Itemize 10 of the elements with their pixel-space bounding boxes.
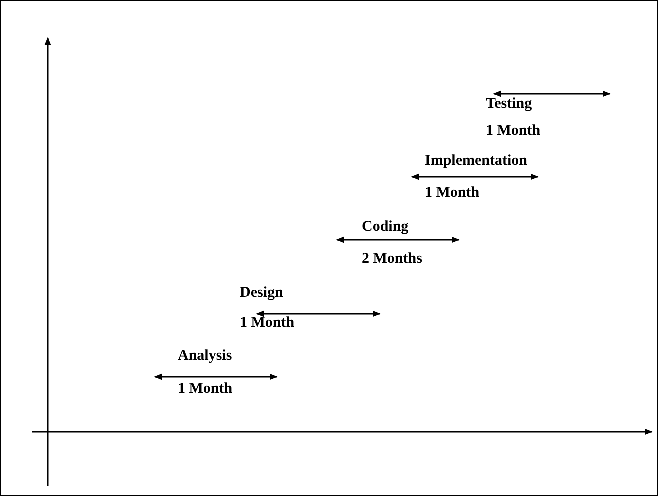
phase-label: Analysis — [178, 348, 232, 365]
phase-label: Design — [240, 285, 284, 302]
phase-label: Implementation — [425, 153, 528, 170]
duration-label: 1 Month — [240, 315, 295, 332]
phase-label: Testing — [486, 96, 532, 113]
duration-label: 2 Months — [362, 251, 422, 268]
duration-label: 1 Month — [486, 123, 541, 140]
duration-label: 1 Month — [425, 185, 480, 202]
phase-label: Coding — [362, 219, 409, 236]
duration-label: 1 Month — [178, 381, 233, 398]
